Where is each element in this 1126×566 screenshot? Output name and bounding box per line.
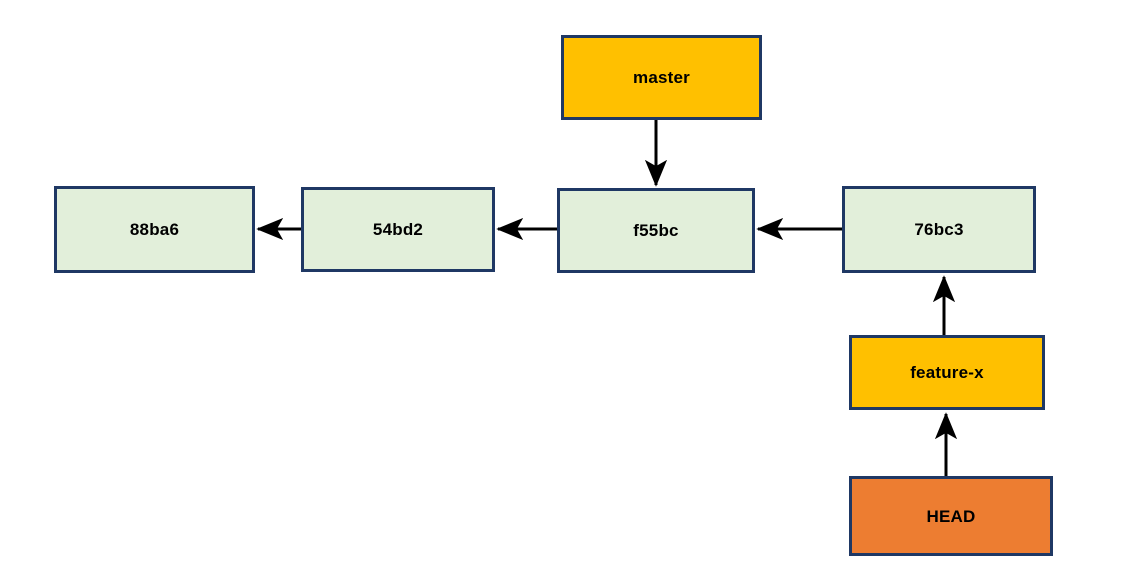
node-f55bc[interactable]: f55bc bbox=[557, 188, 755, 273]
node-label: 76bc3 bbox=[914, 220, 964, 239]
node-54bd2[interactable]: 54bd2 bbox=[301, 187, 495, 272]
node-label: HEAD bbox=[926, 506, 976, 526]
node-master[interactable]: master bbox=[561, 35, 762, 120]
node-label: 54bd2 bbox=[372, 220, 424, 239]
node-label: 88ba6 bbox=[129, 220, 180, 239]
node-label: master bbox=[633, 68, 690, 87]
node-label: f55bc bbox=[633, 221, 679, 240]
node-label: feature-x bbox=[910, 363, 984, 382]
node-feature-x[interactable]: feature-x bbox=[849, 335, 1045, 410]
node-HEAD[interactable]: HEAD bbox=[849, 476, 1053, 556]
node-88ba6[interactable]: 88ba6 bbox=[54, 186, 255, 273]
node-76bc3[interactable]: 76bc3 bbox=[842, 186, 1036, 273]
